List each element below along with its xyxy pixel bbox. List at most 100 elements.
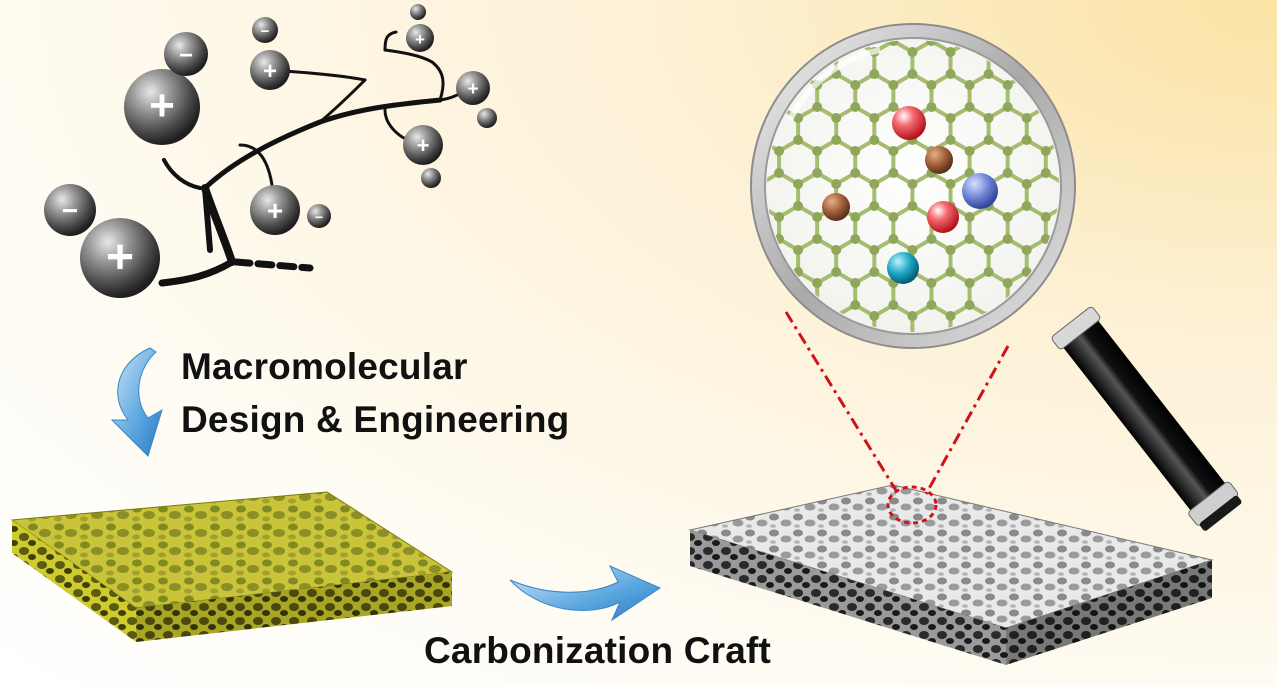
- lattice-atom: [1022, 377, 1032, 387]
- lattice-atom: [850, 432, 860, 442]
- lattice-atom: [1174, 333, 1184, 343]
- lattice-atom: [869, 465, 879, 475]
- charge-sign: +: [263, 58, 277, 85]
- lattice-atom: [1155, 300, 1165, 310]
- lattice-atom: [907, 179, 918, 189]
- lattice-bond: [1198, 404, 1217, 415]
- lattice-bond: [1008, 338, 1027, 349]
- lattice-atom: [1212, 443, 1222, 453]
- lattice-atom: [831, 443, 841, 453]
- lattice-atom: [831, 113, 842, 123]
- charge-sign: −: [179, 42, 193, 69]
- lattice-atom: [926, 432, 936, 442]
- lattice-atom: [736, 278, 746, 288]
- lattice-bond: [893, 404, 912, 415]
- lattice-bond: [1160, 371, 1179, 382]
- lattice-atom: [1136, 201, 1146, 211]
- lattice-atom: [869, 113, 880, 123]
- lattice-bond: [767, 303, 781, 318]
- charge-plus-5: +: [406, 24, 434, 52]
- right-arrow-icon: [509, 564, 662, 622]
- lattice-atom: [983, 69, 994, 79]
- lattice-bond: [951, 8, 970, 19]
- lattice-bond: [1141, 239, 1160, 250]
- lattice-bond: [1065, 470, 1084, 481]
- lattice-atom: [1021, 201, 1032, 211]
- lattice-atom: [755, 267, 765, 277]
- lattice-bond: [760, 371, 779, 382]
- lattice-atom: [964, 80, 975, 90]
- lattice-bond: [912, 404, 931, 415]
- lattice-bond: [1084, 140, 1103, 151]
- lattice-atom: [774, 212, 785, 222]
- lattice-bond: [1046, 470, 1065, 481]
- lattice-atom: [1155, 366, 1165, 376]
- lattice-bond: [1103, 8, 1122, 19]
- lattice-atom: [1193, 344, 1203, 354]
- lattice-atom: [1155, 212, 1165, 222]
- lattice-atom: [1021, 179, 1032, 189]
- lattice-bond: [1179, 272, 1198, 283]
- lattice-atom: [812, 102, 823, 112]
- lattice-atom: [1098, 443, 1108, 453]
- lattice-atom: [888, 168, 899, 178]
- lattice-atom: [945, 179, 956, 189]
- lattice-atom: [1174, 179, 1184, 189]
- lattice-bond: [741, 371, 760, 382]
- lattice-atom: [869, 377, 879, 387]
- lattice-atom: [984, 399, 994, 409]
- lattice-atom: [1136, 113, 1146, 123]
- lattice-bond: [1160, 8, 1179, 19]
- lattice-bond: [970, 8, 989, 19]
- lattice-bond: [836, 8, 855, 19]
- lattice-atom: [888, 300, 899, 310]
- lattice-bond: [1103, 437, 1122, 448]
- lattice-atom: [793, 179, 804, 189]
- charge-plus-1: +: [124, 69, 200, 145]
- lattice-atom: [1193, 36, 1203, 46]
- lattice-bond: [970, 371, 989, 382]
- lattice-atom: [1041, 410, 1051, 420]
- lattice-atom: [984, 465, 994, 475]
- lattice-bond: [893, 8, 912, 19]
- lattice-atom: [1098, 69, 1108, 79]
- lattice-bond: [1160, 272, 1179, 283]
- lattice-atom: [850, 344, 860, 354]
- lattice-atom: [1098, 3, 1108, 13]
- lattice-atom: [984, 333, 994, 343]
- lattice-bond: [951, 404, 970, 415]
- lattice-bond: [1103, 272, 1122, 283]
- lattice-atom: [1022, 465, 1032, 475]
- lattice-bond: [1084, 173, 1103, 184]
- lattice-atom: [926, 14, 936, 24]
- charge-sign: +: [467, 79, 478, 100]
- lattice-bond: [1160, 107, 1179, 118]
- lattice-bond: [1179, 206, 1198, 217]
- lattice-atom: [774, 300, 785, 310]
- lattice-bond: [970, 470, 989, 481]
- lattice-bond: [1179, 74, 1198, 85]
- lattice-atom: [983, 267, 994, 277]
- lattice-atom: [946, 3, 956, 13]
- dopant-atom-red: [892, 106, 926, 140]
- lattice-bond: [1160, 338, 1179, 349]
- lattice-atom: [984, 377, 994, 387]
- lattice-bond: [1198, 107, 1217, 118]
- lattice-bond: [1065, 272, 1084, 283]
- lattice-bond: [1006, 40, 1028, 54]
- lattice-atom: [812, 146, 823, 156]
- charge-sign: −: [62, 195, 78, 226]
- lattice-bond: [836, 437, 855, 448]
- lattice-atom: [1002, 212, 1013, 222]
- lattice-bond: [989, 338, 1008, 349]
- lattice-atom: [831, 179, 842, 189]
- lattice-bond: [1141, 272, 1160, 283]
- lattice-atom: [1117, 234, 1127, 244]
- lattice-atom: [1098, 267, 1108, 277]
- lattice-bond: [912, 437, 931, 448]
- lattice-bond: [1084, 8, 1103, 19]
- lattice-bond: [817, 8, 836, 19]
- lattice-atom: [965, 344, 975, 354]
- lattice-atom: [888, 14, 898, 24]
- lattice-atom: [774, 344, 784, 354]
